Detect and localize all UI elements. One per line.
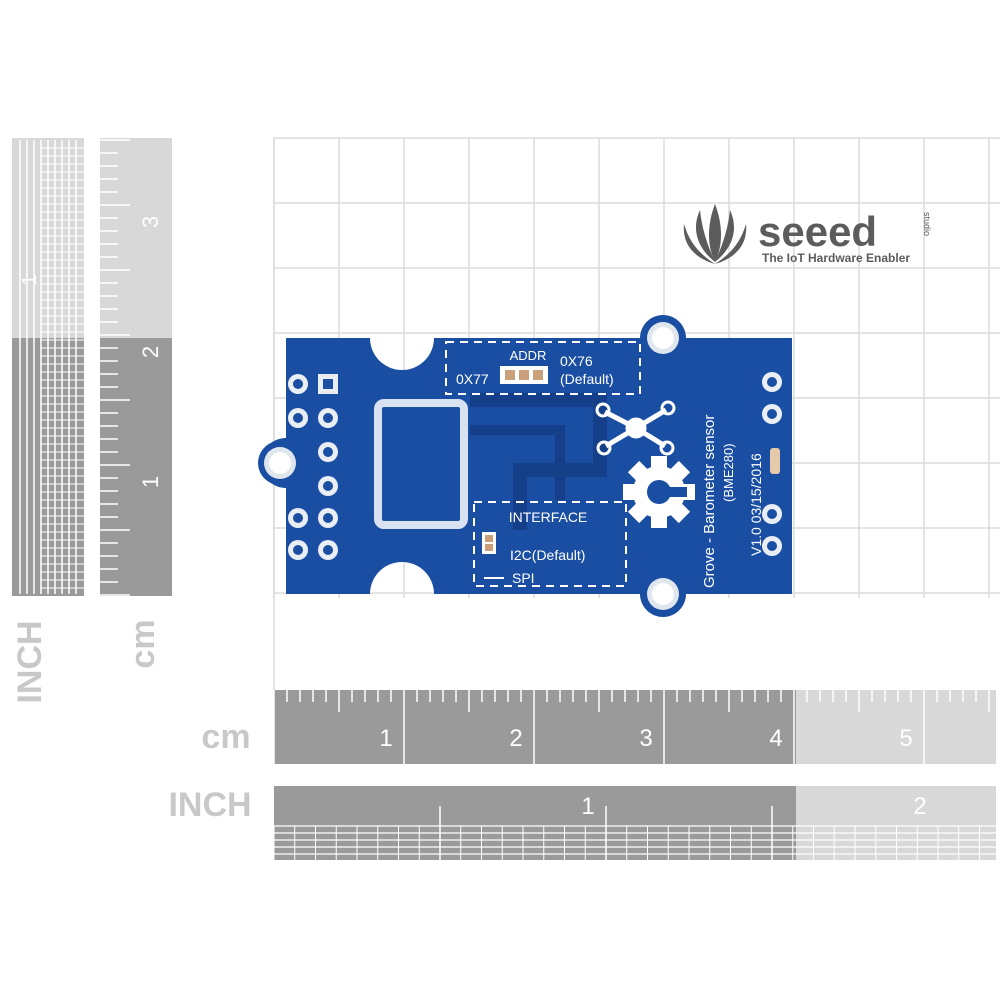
addr-left-value: 0X77 [456, 371, 489, 387]
horizontal-cm-label-5: 5 [899, 725, 912, 752]
board-model: (BME280) [721, 443, 736, 502]
header-pin-hole [293, 545, 303, 555]
header-pin-hole [323, 379, 333, 389]
pcb-trace [470, 425, 565, 500]
vertical-cm-label-3: 3 [138, 216, 163, 228]
gear-slot [659, 487, 687, 497]
mounting-hole-left [258, 441, 302, 485]
header-pin-hole [323, 481, 333, 491]
gear-tooth [627, 460, 650, 483]
horizontal-inch-unit: INCH [168, 786, 251, 824]
gear-tooth [627, 501, 650, 524]
seeed-leaf-icon [683, 204, 747, 264]
addr-title: ADDR [510, 348, 547, 363]
horizontal-cm-label-2: 2 [509, 725, 522, 752]
horizontal-cm-label-3: 3 [639, 725, 652, 752]
left-header-pins [288, 374, 338, 560]
vertical-inch-label-1: 1 [19, 274, 41, 285]
addr-jumper-pad [505, 370, 515, 380]
interface-box [473, 501, 627, 587]
vertical-cm-label-1: 1 [138, 476, 163, 488]
mounting-hole-bottom [641, 572, 685, 616]
interface-spi-label: SPI [512, 570, 535, 586]
sensor-inner [396, 420, 444, 492]
addr-right-value: 0X76 [560, 353, 593, 369]
addr-jumper-pad [533, 370, 543, 380]
gear-icon [623, 456, 695, 528]
horizontal-cm-label-1: 1 [379, 725, 392, 752]
header-pin-hole [767, 541, 777, 551]
mounting-hole-top [641, 316, 685, 360]
pcb-trace [470, 393, 607, 530]
header-pin-hole [767, 409, 777, 419]
horizontal-inch-label-2: 2 [913, 793, 926, 820]
addr-jumper-pad [519, 370, 529, 380]
header-pin-hole [323, 447, 333, 457]
vertical-inch-unit: INCH [11, 620, 49, 703]
header-pin-hole [767, 509, 777, 519]
logo-brand-name: seeed [758, 208, 877, 255]
vertical-cm-ruler: 3 2 1 [100, 138, 172, 596]
logo-studio: studio [922, 212, 932, 236]
horizontal-cm-unit: cm [201, 718, 250, 756]
molecule-icon [595, 400, 676, 456]
right-header-pins [762, 372, 782, 556]
grove-barometer-board: ADDR 0X77 0X76 (Default) INTERFACE I2C(D… [258, 315, 792, 617]
board-name: Grove - Barometer sensor [701, 415, 718, 588]
interface-jumper-pad [485, 544, 493, 551]
gear-tooth [668, 501, 691, 524]
gear-tooth [668, 460, 691, 483]
vertical-cm-unit: cm [124, 619, 162, 668]
header-pin-hole [293, 379, 303, 389]
edge-pad [770, 448, 780, 474]
seeed-logo: seeed studio The IoT Hardware Enabler [683, 204, 932, 265]
horizontal-cm-label-4: 4 [769, 725, 782, 752]
board-version: V1.0 03/15/2016 [748, 453, 764, 556]
header-pin-hole [323, 545, 333, 555]
header-pin-hole [293, 513, 303, 523]
header-pin-hole [293, 413, 303, 423]
addr-box [445, 341, 641, 395]
addr-default-label: (Default) [560, 371, 614, 387]
interface-title: INTERFACE [509, 509, 588, 525]
vertical-cm-label-2: 2 [138, 346, 163, 358]
horizontal-cm-ruler: 1 2 3 4 5 [273, 690, 996, 764]
horizontal-inch-label-1: 1 [581, 793, 594, 820]
interface-jumper-pad [485, 535, 493, 542]
horizontal-inch-ruler: 1 2 [273, 786, 996, 860]
header-pin-hole [323, 513, 333, 523]
header-pin-hole [767, 377, 777, 387]
sensor-outline [374, 399, 468, 529]
logo-tagline: The IoT Hardware Enabler [762, 251, 910, 265]
vertical-inch-ruler: 1 [12, 138, 84, 596]
interface-i2c-label: I2C(Default) [510, 547, 585, 563]
header-pin-hole [323, 413, 333, 423]
